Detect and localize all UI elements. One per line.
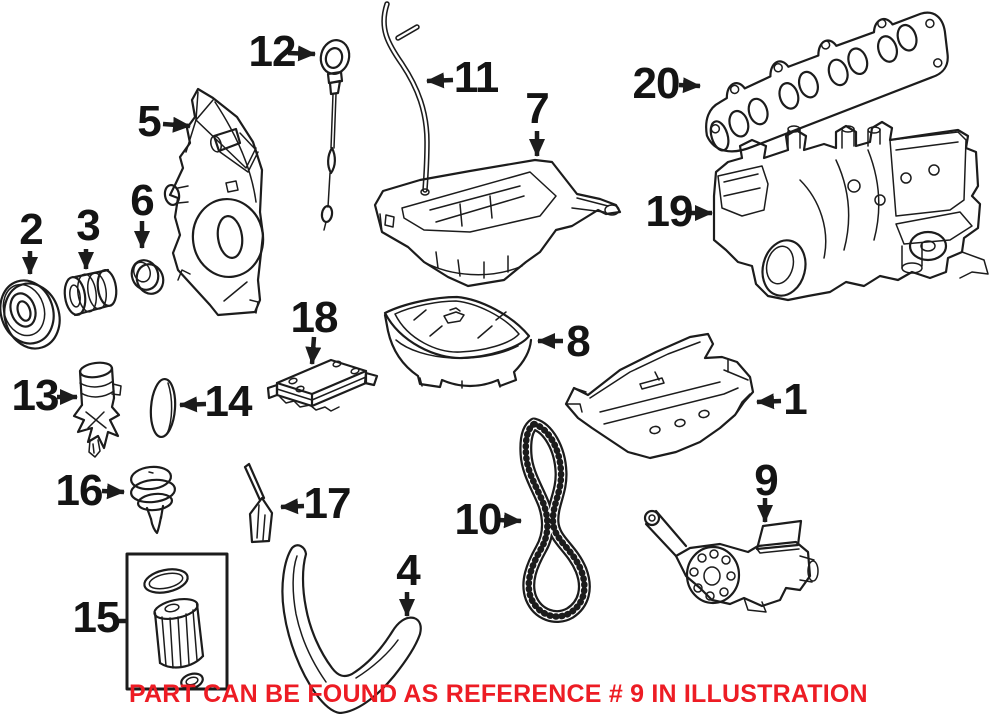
part-8-lower-oil-pan [383,295,533,389]
part-10-timing-chain [519,417,591,623]
callout-arrow-14 [179,396,207,413]
callout-label-12: 12 [248,27,297,76]
callout-label-11: 11 [453,53,500,102]
callout-arrow-17 [280,498,305,515]
callout-label-6: 6 [130,176,155,225]
part-6-crankshaft-seal [130,259,165,295]
callout-label-20: 20 [632,59,681,108]
part-2-crankshaft-pulley [0,279,61,350]
part-19-intake-manifold [712,120,989,302]
callout-arrow-18 [305,336,322,365]
callout-label-3: 3 [76,201,101,250]
part-3-crankshaft-hub [63,268,118,317]
callout-label-13: 13 [11,371,60,420]
part-18-oil-cooler [266,358,379,412]
callout-label-4: 4 [396,546,421,595]
callout-label-7: 7 [525,84,550,133]
part-1-baffle-plate [564,332,755,460]
callout-arrow-1 [756,393,782,410]
part-16-sealing-cap [129,465,177,535]
part-5-timing-cover [163,87,265,317]
callout-label-1: 1 [783,375,808,424]
part-14-oval-seal [149,377,177,439]
part-9-oil-pump [643,509,819,613]
part-7-upper-oil-pan [373,158,622,288]
callout-arrows [22,45,782,624]
part-17-tensioner-bracket [243,462,274,544]
callout-arrow-11 [426,72,454,89]
part-20-manifold-gasket [705,11,949,153]
callout-label-8: 8 [566,317,591,366]
callout-arrow-10 [498,512,522,529]
callout-label-9: 9 [754,456,779,505]
part-12-dipstick [319,39,351,231]
callout-label-14: 14 [204,377,253,426]
part-13-oil-level-sensor [72,361,122,458]
callout-arrow-16 [101,483,125,500]
callout-label-5: 5 [137,97,162,146]
callout-label-2: 2 [19,205,44,254]
callout-label-18: 18 [290,293,339,342]
part-15-oil-filter-kit [125,552,229,691]
callout-arrow-12 [287,45,316,62]
callout-label-19: 19 [645,187,694,236]
callout-label-17: 17 [303,479,352,528]
callout-label-10: 10 [454,495,503,544]
callout-label-16: 16 [55,466,104,515]
reference-caption: PART CAN BE FOUND AS REFERENCE # 9 IN IL… [129,680,868,708]
callout-arrow-20 [678,77,701,94]
part-11-dipstick-tube [381,1,430,196]
callout-label-15: 15 [72,593,121,642]
callout-arrow-5 [162,116,191,133]
part-4-chain-guide-rail [281,544,422,714]
